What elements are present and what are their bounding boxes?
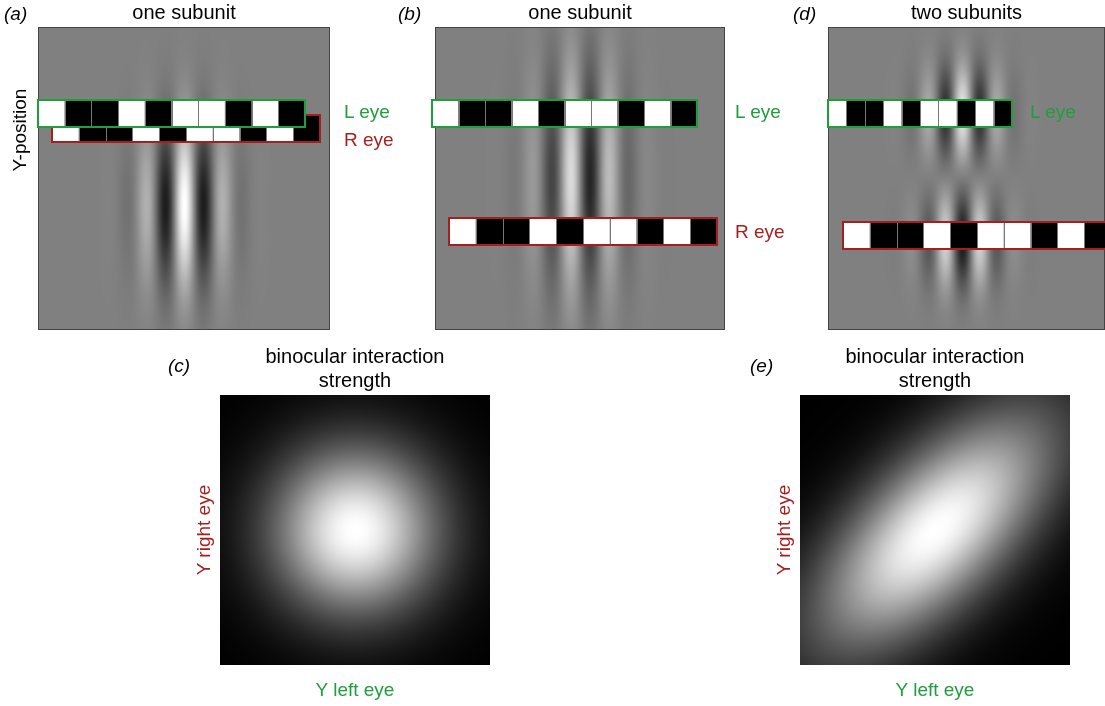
axis-label: Y left eye (896, 680, 975, 701)
axis-label: Y left eye (316, 680, 395, 701)
figure-panel: two subunits (828, 27, 1105, 330)
panel-letter: (c) (168, 356, 190, 377)
eye-label: R eye (344, 130, 394, 151)
panel-title: two subunits (842, 0, 1092, 24)
panel-title: one subunit (450, 0, 710, 24)
axis-label: Y right eye (194, 485, 215, 575)
axis-label: Y-position (10, 89, 31, 172)
figure-panel: one subunit (435, 27, 725, 330)
figure-panel: one subunit (38, 27, 330, 330)
panel-title: one subunit (54, 0, 314, 24)
panel-letter: (b) (398, 4, 421, 25)
panel-title: binocular interaction strength (243, 344, 468, 392)
panel-title: binocular interaction strength (823, 344, 1048, 392)
panel-letter: (e) (750, 356, 773, 377)
eye-label: R eye (735, 222, 785, 243)
axis-label: Y right eye (774, 485, 795, 575)
eye-label: L eye (1030, 102, 1076, 123)
eye-label: L eye (735, 102, 781, 123)
eye-label: L eye (344, 102, 390, 123)
figure-panel: binocular interaction strength (800, 395, 1070, 665)
panel-letter: (a) (4, 4, 27, 25)
figure-panel: binocular interaction strength (220, 395, 490, 665)
panel-letter: (d) (793, 4, 816, 25)
